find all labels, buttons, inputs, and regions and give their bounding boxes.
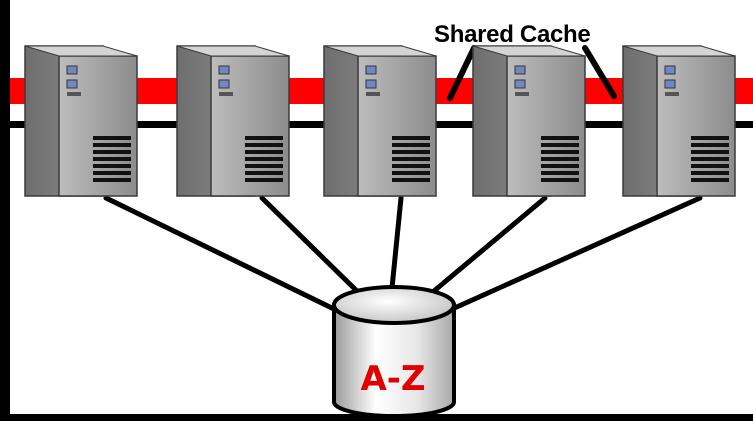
connection-line-1 (103, 195, 339, 313)
connection-line-4 (425, 195, 548, 299)
database-connections (103, 195, 703, 313)
database-label: A-Z (360, 359, 425, 399)
server-5 (622, 45, 736, 197)
server-4 (472, 45, 586, 197)
connection-line-2 (259, 195, 365, 299)
server-2 (176, 45, 290, 197)
server-3 (323, 45, 437, 197)
servers (24, 45, 736, 197)
diagram-bottom-border (0, 414, 753, 421)
shared-cache-pointer-left (447, 45, 477, 101)
shared-cache-pointer-right (582, 45, 617, 99)
connection-line-3 (389, 195, 404, 291)
shared-cache-label: Shared Cache (434, 21, 590, 48)
database-cylinder: A-Z (332, 285, 456, 418)
database-top (332, 285, 456, 325)
server-1 (24, 45, 138, 197)
connection-line-5 (447, 195, 703, 313)
